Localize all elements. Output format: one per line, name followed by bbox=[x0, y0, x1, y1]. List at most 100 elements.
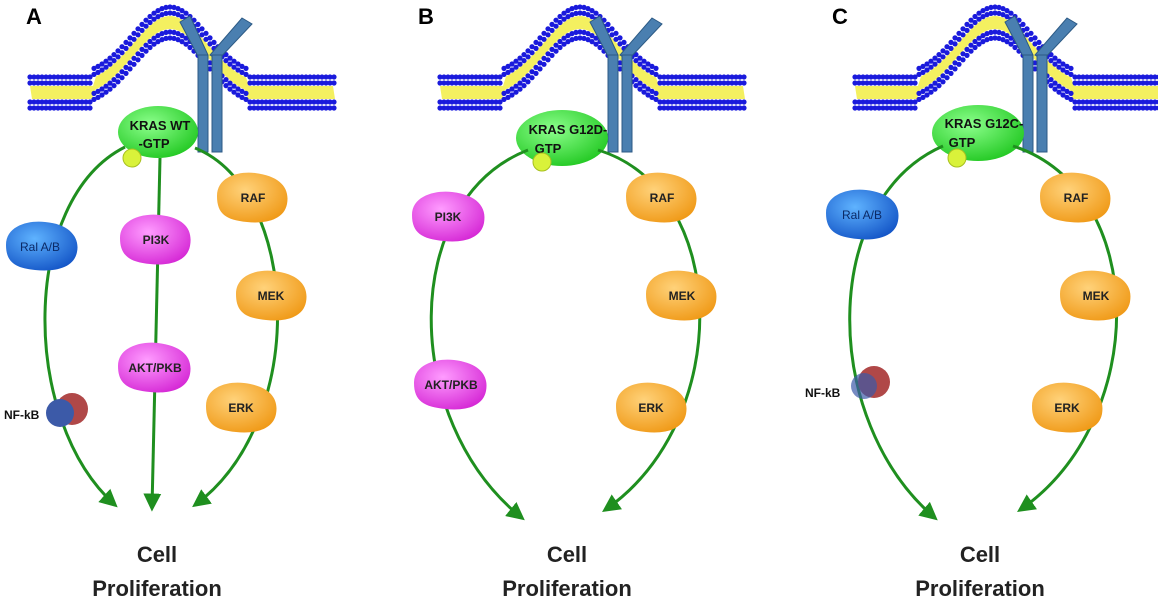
lipid-head bbox=[948, 70, 954, 76]
lipid-head bbox=[553, 23, 559, 29]
lipid-head bbox=[892, 105, 898, 111]
lipid-head bbox=[135, 51, 141, 57]
lipid-head bbox=[43, 99, 49, 105]
lipid-head bbox=[956, 36, 962, 42]
lipid-head bbox=[67, 105, 73, 111]
lipid-head bbox=[709, 105, 715, 111]
lipid-head bbox=[649, 94, 655, 100]
lipid-head bbox=[167, 35, 173, 41]
lipid-head bbox=[75, 105, 81, 111]
lipid-head bbox=[1136, 99, 1142, 105]
lipid-head bbox=[980, 39, 986, 45]
lipid-head bbox=[485, 80, 491, 86]
lipid-head bbox=[968, 17, 974, 23]
lipid-head bbox=[557, 44, 563, 51]
lipid-head bbox=[517, 61, 523, 67]
lipid-head bbox=[920, 63, 926, 69]
receptor bbox=[179, 15, 253, 153]
lipid-head bbox=[203, 30, 209, 36]
lipid-head bbox=[884, 105, 890, 111]
lipid-head bbox=[968, 23, 974, 29]
lipid-head bbox=[453, 74, 459, 80]
nfkb-protein: NF-kB bbox=[805, 366, 890, 400]
lipid-head bbox=[501, 71, 507, 77]
lipid-head bbox=[509, 67, 515, 73]
lipid-head bbox=[437, 74, 443, 80]
lipid-head bbox=[685, 74, 691, 80]
lipid-head bbox=[1100, 99, 1106, 105]
lipid-head bbox=[287, 99, 293, 105]
lipid-head bbox=[681, 80, 687, 86]
akt-protein: AKT/PKB bbox=[414, 359, 487, 410]
lipid-head bbox=[239, 94, 245, 100]
lipid-head bbox=[709, 80, 715, 86]
lipid-head bbox=[952, 35, 958, 41]
lipid-head bbox=[1084, 80, 1090, 86]
receptor bbox=[1004, 15, 1078, 153]
lipid-head bbox=[545, 26, 551, 32]
lipid-head bbox=[669, 105, 675, 111]
lipid-head bbox=[581, 29, 587, 35]
lipid-head bbox=[135, 32, 141, 38]
lipid-head bbox=[924, 86, 930, 92]
lipid-head bbox=[287, 80, 293, 86]
lipid-head bbox=[509, 92, 515, 98]
lipid-head bbox=[621, 39, 627, 46]
lipid-head bbox=[669, 99, 675, 105]
lipid-head bbox=[239, 69, 245, 75]
lipid-head bbox=[485, 99, 491, 105]
lipid-head bbox=[35, 80, 41, 86]
lipid-head bbox=[275, 99, 281, 105]
lipid-head bbox=[35, 99, 41, 105]
lipid-head bbox=[267, 99, 273, 105]
lipid-head bbox=[1132, 105, 1138, 111]
lipid-head bbox=[976, 10, 982, 16]
lipid-head bbox=[529, 75, 535, 81]
lipid-head bbox=[888, 99, 894, 105]
lipid-head bbox=[187, 44, 193, 51]
lipid-head bbox=[972, 44, 978, 51]
lipid-head bbox=[481, 99, 487, 105]
lipid-head bbox=[880, 80, 886, 86]
lipid-head bbox=[713, 99, 719, 105]
lipid-head bbox=[457, 105, 463, 111]
lipid-head bbox=[79, 99, 85, 105]
lipid-head bbox=[521, 83, 527, 89]
lipid-head bbox=[1004, 39, 1010, 45]
panel-label: B bbox=[418, 4, 434, 29]
lipid-head bbox=[275, 80, 281, 86]
lipid-head bbox=[936, 77, 942, 83]
lipid-head bbox=[557, 13, 563, 20]
lipid-head bbox=[437, 80, 443, 86]
lipid-head bbox=[271, 99, 277, 105]
lipid-head bbox=[533, 39, 539, 46]
lipid-head bbox=[31, 99, 37, 105]
ral-protein: Ral A/B bbox=[826, 189, 899, 240]
lipid-head bbox=[689, 99, 695, 105]
lipid-head bbox=[876, 80, 882, 86]
kras-label-line1: KRAS G12C- bbox=[945, 116, 1024, 131]
lipid-head bbox=[737, 80, 743, 86]
lipid-head bbox=[1084, 74, 1090, 80]
lipid-head bbox=[283, 105, 289, 111]
lipid-head bbox=[940, 73, 946, 79]
lipid-head bbox=[207, 35, 213, 41]
lipid-head bbox=[876, 99, 882, 105]
lipid-head bbox=[135, 26, 141, 32]
lipid-head bbox=[1128, 80, 1134, 86]
lipid-head bbox=[996, 10, 1002, 16]
lipid-head bbox=[163, 4, 169, 10]
lipid-head bbox=[469, 80, 475, 86]
lipid-head bbox=[904, 105, 910, 111]
lipid-head bbox=[920, 94, 926, 100]
lipid-head bbox=[111, 83, 117, 89]
outcome-line2: Proliferation bbox=[502, 576, 632, 601]
lipid-head bbox=[1100, 105, 1106, 111]
lipid-head bbox=[677, 99, 683, 105]
lipid-head bbox=[155, 39, 161, 45]
lipid-head bbox=[115, 48, 121, 54]
lipid-head bbox=[1092, 80, 1098, 86]
lipid-head bbox=[247, 74, 253, 80]
lipid-head bbox=[645, 67, 651, 73]
pi3k-pathway-arrow bbox=[429, 148, 529, 521]
